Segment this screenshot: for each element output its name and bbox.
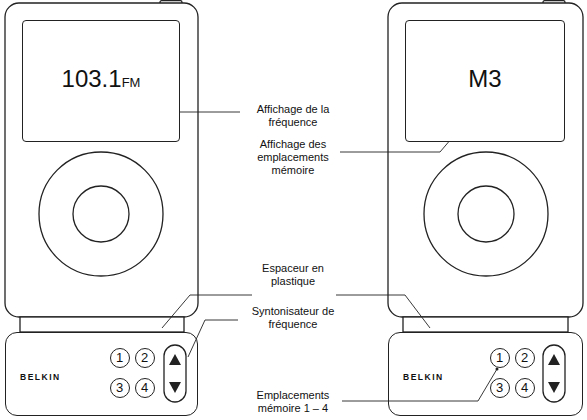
button-number: 4: [521, 381, 528, 394]
click-wheel: [39, 152, 163, 276]
memory-button: 2: [515, 348, 535, 368]
memory-button: 2: [135, 348, 155, 368]
down-arrow: [548, 382, 560, 393]
button-number: 2: [521, 351, 528, 364]
up-arrow: [548, 354, 560, 365]
center-button: [458, 186, 514, 242]
down-arrow: [169, 382, 181, 393]
tuner-rocker: [164, 345, 186, 402]
ipod-body: [388, 3, 583, 317]
click-wheel: [424, 152, 548, 276]
center-button: [73, 186, 129, 242]
callout-label: Syntonisateur de fréquence: [245, 305, 341, 331]
lcd-screen: 103.1FM: [22, 20, 180, 142]
memory-button: 4: [135, 378, 155, 398]
leader-line: [336, 295, 430, 328]
leader-line: [188, 320, 238, 357]
fm-transmitter: BELKIN 1 2 3 4: [388, 332, 583, 416]
fm-transmitter: BELKIN 1 2 3 4: [5, 332, 198, 416]
leader-line: [162, 295, 252, 328]
tuner-rocker: [543, 345, 565, 402]
leader-line: [342, 369, 497, 401]
memory-button: 3: [110, 378, 130, 398]
button-number: 4: [141, 381, 148, 394]
ipod-body: [5, 3, 198, 317]
display-unit: FM: [122, 76, 141, 89]
plastic-spacer: [20, 317, 184, 332]
callout-label: Affichage de la fréquence: [245, 103, 341, 129]
button-number: 1: [496, 351, 503, 364]
display-value: 103.1: [62, 67, 122, 91]
button-number: 3: [496, 381, 503, 394]
display-value: M3: [468, 67, 501, 91]
callout-label: Espaceur en plastique: [245, 262, 341, 288]
callout-label: Emplacements mémoire 1 – 4: [245, 389, 341, 415]
brand-name: BELKIN: [403, 373, 444, 382]
button-number: 3: [116, 381, 123, 394]
lcd-screen: M3: [405, 20, 565, 142]
brand-name: BELKIN: [20, 373, 61, 382]
memory-button: 3: [490, 378, 510, 398]
memory-button: 1: [110, 348, 130, 368]
button-number: 1: [116, 351, 123, 364]
callout-label: Affichage des emplacements mémoire: [245, 138, 341, 177]
memory-button: 4: [515, 378, 535, 398]
button-number: 2: [141, 351, 148, 364]
up-arrow: [169, 354, 181, 365]
memory-button: 1: [490, 348, 510, 368]
